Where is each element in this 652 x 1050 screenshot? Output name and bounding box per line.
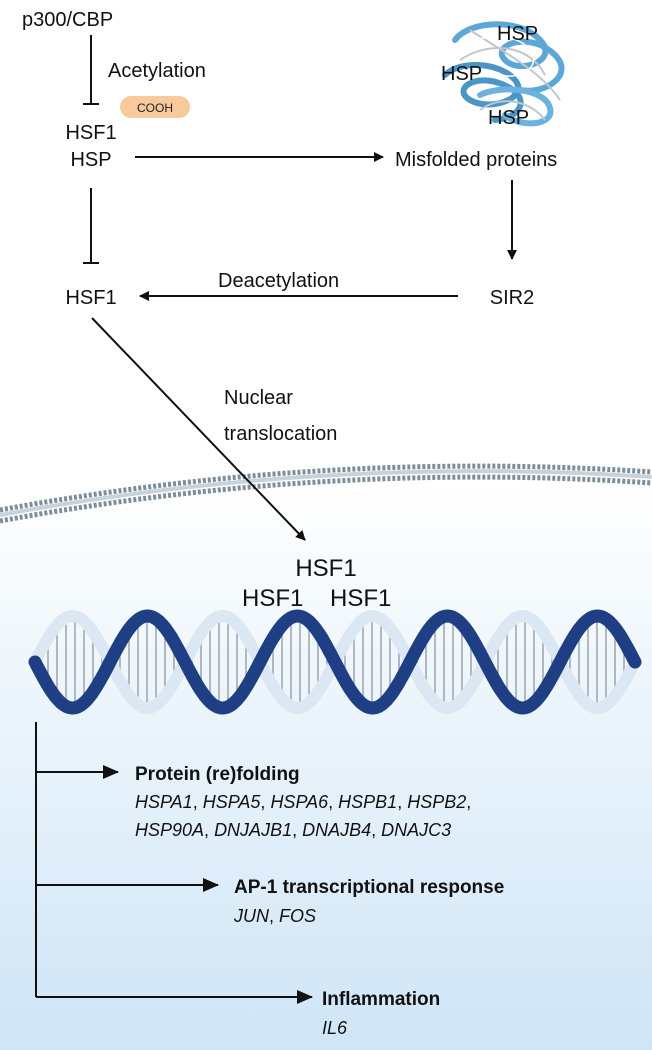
nuclear-membrane bbox=[0, 463, 652, 524]
gene: DNJAJB1 bbox=[214, 820, 292, 840]
hsp-cluster-label: HSP bbox=[441, 63, 482, 85]
hsp-bound-label: HSP bbox=[70, 149, 111, 171]
cooh-label: COOH bbox=[137, 101, 173, 115]
hsp-inhibition-line bbox=[83, 188, 99, 264]
gene: IL6 bbox=[322, 1018, 348, 1038]
gene-list-refolding-line2: HSP90A, DNJAJB1, DNAJB4, DNAJC3 bbox=[135, 820, 451, 840]
dna-front-strand bbox=[28, 609, 642, 715]
hsp-cluster-label: HSP bbox=[497, 23, 538, 45]
dna-double-helix bbox=[28, 609, 642, 715]
gene-list-inflammation: IL6 bbox=[322, 1018, 348, 1038]
gene-list-refolding-line1: HSPA1, HSPA5, HSPA6, HSPB1, HSPB2, bbox=[135, 792, 471, 812]
output-title-inflammation: Inflammation bbox=[322, 989, 440, 1010]
hsf1-trimer-label: HSF1 bbox=[295, 555, 356, 582]
output-title-ap1-response: AP-1 transcriptional response bbox=[234, 877, 504, 898]
hsf1-trimer-label: HSF1 bbox=[330, 585, 391, 612]
cooh-badge: COOH bbox=[120, 96, 190, 118]
translocation-label: translocation bbox=[224, 423, 337, 445]
hsf1-trimer-label: HSF1 bbox=[242, 585, 303, 612]
gene: HSP90A bbox=[135, 820, 204, 840]
acetylation-inhibition-line bbox=[83, 35, 99, 105]
sir2-label: SIR2 bbox=[490, 287, 534, 309]
gene: JUN bbox=[233, 906, 270, 926]
misfolded-proteins-label: Misfolded proteins bbox=[395, 149, 557, 171]
hsf1-bound-label: HSF1 bbox=[65, 122, 116, 144]
gene: HSPA1 bbox=[135, 792, 193, 812]
gene: HSPA6 bbox=[270, 792, 329, 812]
nuclear-translocation-arrow bbox=[91, 317, 306, 541]
hsp-cluster-label: HSP bbox=[488, 107, 529, 129]
gene: HSPB1 bbox=[338, 792, 397, 812]
nuclear-label: Nuclear bbox=[224, 387, 293, 409]
gene: DNAJB4 bbox=[302, 820, 371, 840]
misfolded-protein-icon bbox=[442, 21, 565, 127]
hsf1-free-label: HSF1 bbox=[65, 287, 116, 309]
output-branches bbox=[35, 722, 313, 1004]
p300-cbp-label: p300/CBP bbox=[22, 9, 113, 31]
output-title-protein-refolding: Protein (re)folding bbox=[135, 764, 300, 785]
gene-list-ap1: JUN, FOS bbox=[233, 906, 316, 926]
gene: FOS bbox=[279, 906, 316, 926]
acetylation-label: Acetylation bbox=[108, 60, 206, 82]
gene: DNAJC3 bbox=[381, 820, 451, 840]
gene: HSPA5 bbox=[203, 792, 262, 812]
gene: HSPB2 bbox=[407, 792, 466, 812]
deacetylation-label: Deacetylation bbox=[218, 270, 339, 292]
